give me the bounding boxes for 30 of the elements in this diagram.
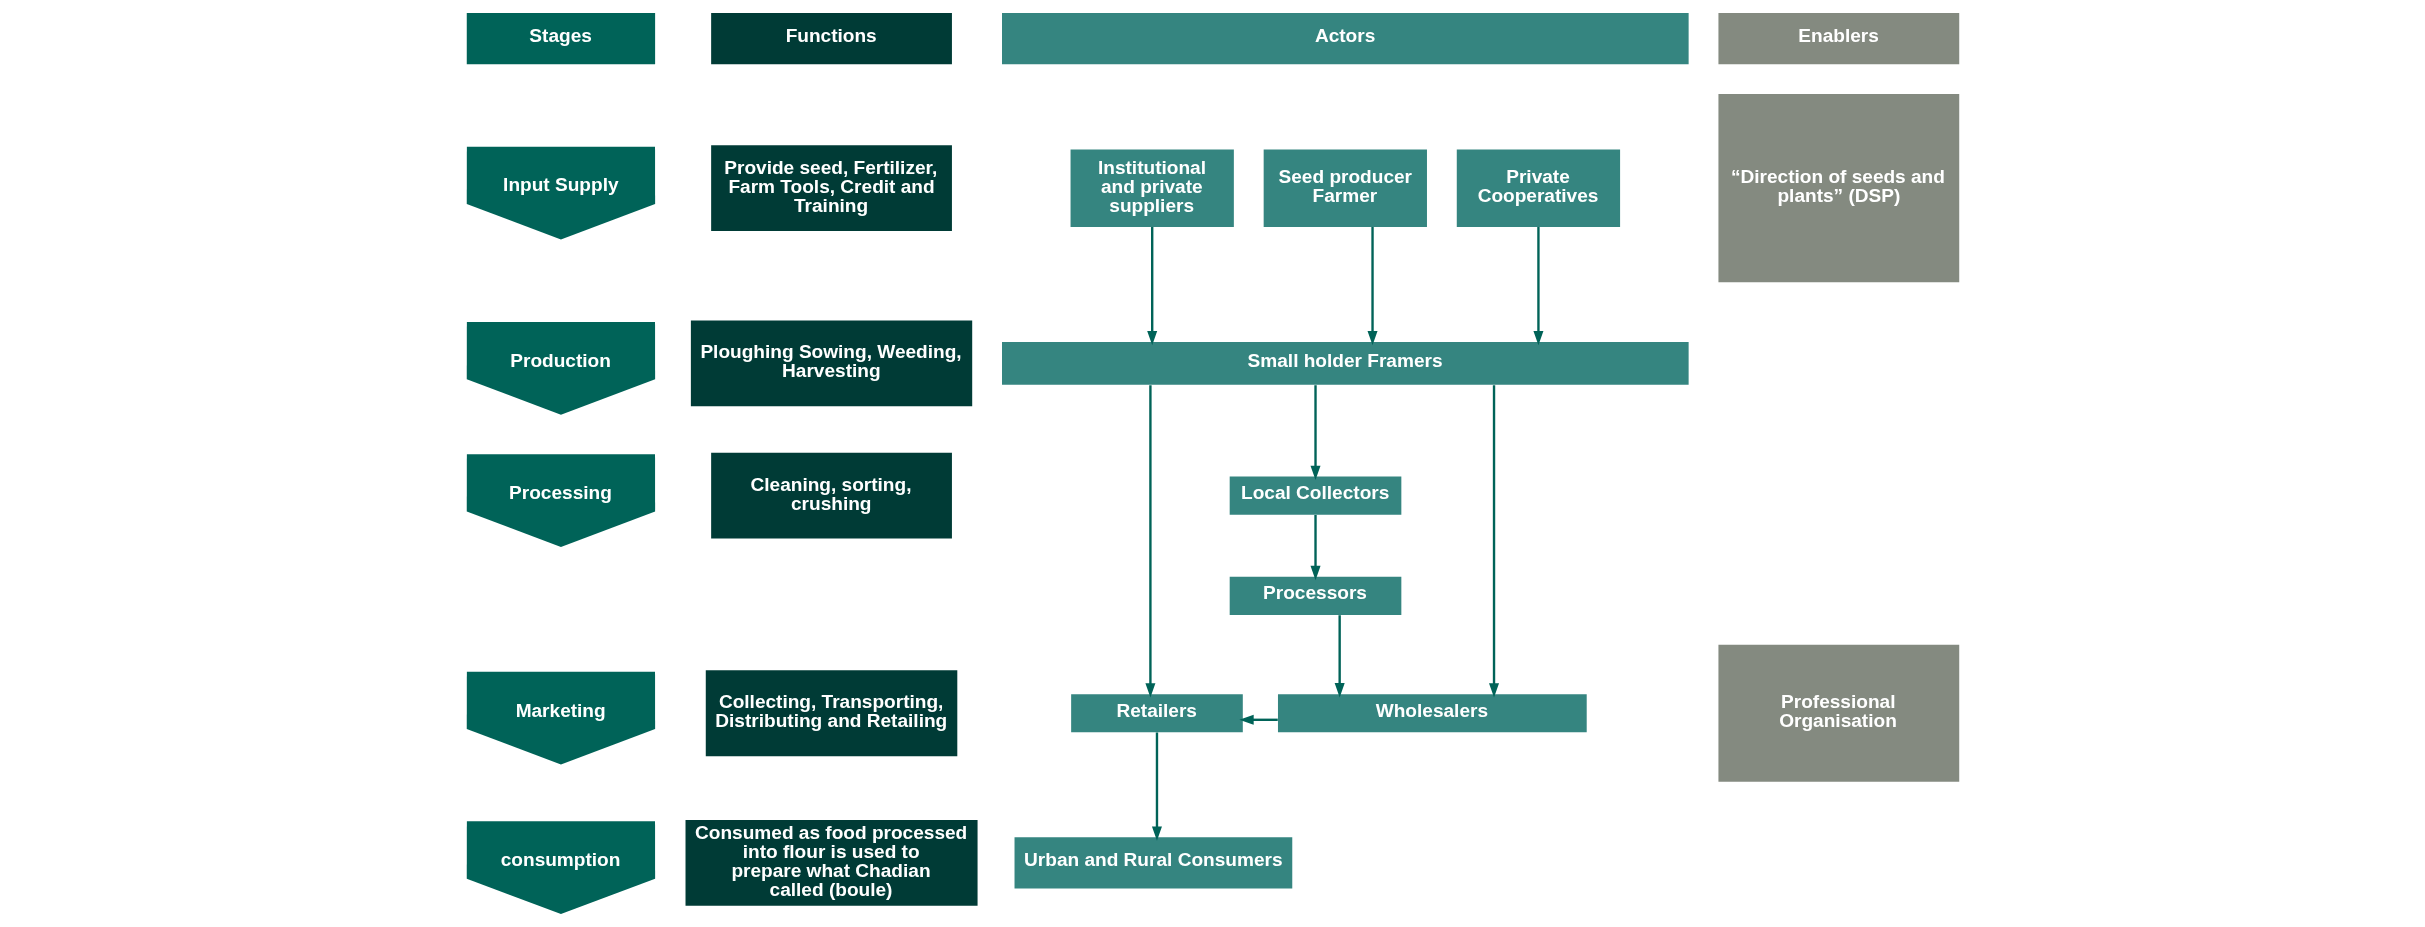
arrow [1238,714,1278,725]
node-box: Stages [466,12,655,65]
arrow [1488,385,1499,698]
node-box: Consumed as food processed into flour is used to prepare what Chadian called (boule) [685,819,978,906]
node-box: “Direction of seeds and plants” (DSP) [1717,93,1959,283]
node-box: Actors [1001,12,1689,65]
node-box: Small holder Framers [1001,341,1689,385]
node-box: Retailers [1070,694,1243,733]
arrow [1532,227,1543,346]
arrow [1334,615,1345,698]
node-box: Wholesalers [1277,694,1587,733]
arrow [1310,385,1321,480]
arrow [1310,515,1321,581]
node-box: Local Collectors [1229,476,1401,515]
node-box: Urban and Rural Consumers [1014,837,1292,889]
node-box: Institutional and private suppliers [1070,149,1234,227]
node-box: Processors [1229,576,1401,615]
arrow [1146,227,1157,346]
node-box: Collecting, Transporting, Distributing and Retailing [705,670,957,757]
node-box: Seed producer Farmer [1263,149,1427,227]
node-box: Functions [710,12,952,65]
node-box: Enablers [1717,12,1959,65]
node-box: Cleaning, sorting, crushing [710,452,952,539]
arrow [1151,732,1162,841]
arrow [1367,227,1378,346]
node-box: Provide seed, Fertilizer, Farm Tools, Credit and Training [710,145,952,232]
arrow [1144,385,1155,698]
node-box: Private Cooperatives [1456,149,1620,227]
node-box: Professional Organisation [1717,644,1959,782]
node-box: Ploughing Sowing, Weeding, Harvesting [690,320,972,407]
